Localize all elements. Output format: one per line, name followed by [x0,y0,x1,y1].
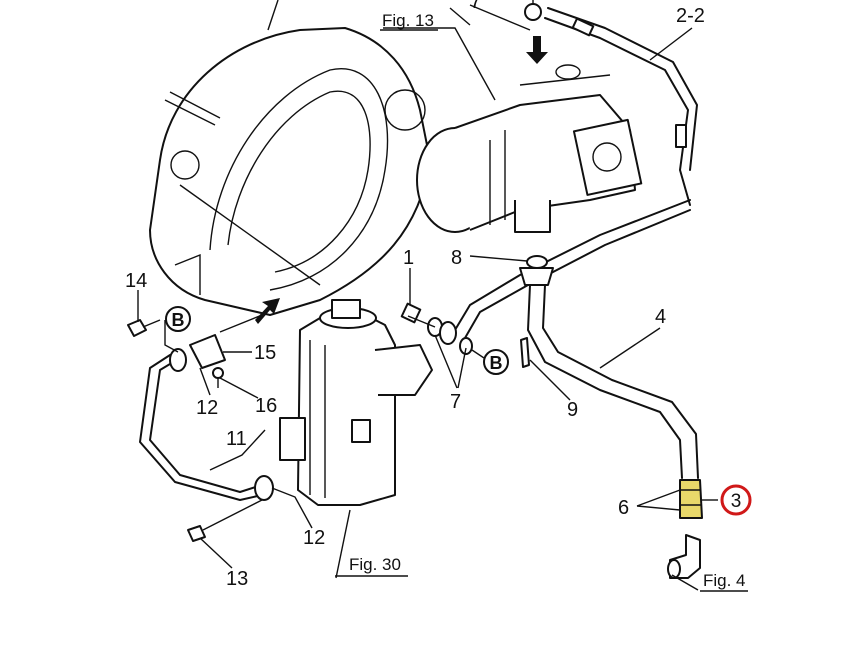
label-3: 3 [731,491,742,512]
svg-text:B: B [490,353,503,373]
label-15: 15 [254,342,276,364]
label-12-bottom: 12 [303,527,325,549]
label-7-top: 7 [470,0,481,13]
label-13: 13 [226,568,248,590]
flow-arrows [219,0,548,333]
b-marker-center: B [471,349,509,375]
label-2-2: 2-2 [676,5,705,27]
flywheel-housing [149,0,431,316]
pipe-2-2 [544,7,698,206]
label-1: 1 [403,247,414,269]
pipe-11 [127,319,274,542]
label-fig-30: Fig. 30 [349,555,401,574]
label-8: 8 [451,247,462,269]
leader-lines [137,4,718,591]
label-4: 4 [655,306,666,328]
pipe-4 [519,255,703,579]
label-fig-13: Fig. 13 [382,11,434,30]
label-14: 14 [125,270,147,292]
callout-labels: 7 2-2 Fig. 13 8 1 4 7 9 6 14 15 16 12 11… [125,0,748,592]
highlight-ring [720,484,752,516]
b-marker-left: B [165,306,191,332]
label-9: 9 [567,399,578,421]
label-7: 7 [450,391,461,413]
svg-text:B: B [172,310,185,330]
oil-filter-assembly [279,299,433,506]
label-fig-4: Fig. 4 [703,571,746,590]
label-11: 11 [226,428,247,450]
highlight-item-3: 3 [720,484,752,516]
label-16: 16 [255,395,277,417]
pipe-center [400,199,691,355]
label-6: 6 [618,497,629,519]
label-12-left: 12 [196,397,218,419]
turbocharger-assembly [416,64,643,233]
